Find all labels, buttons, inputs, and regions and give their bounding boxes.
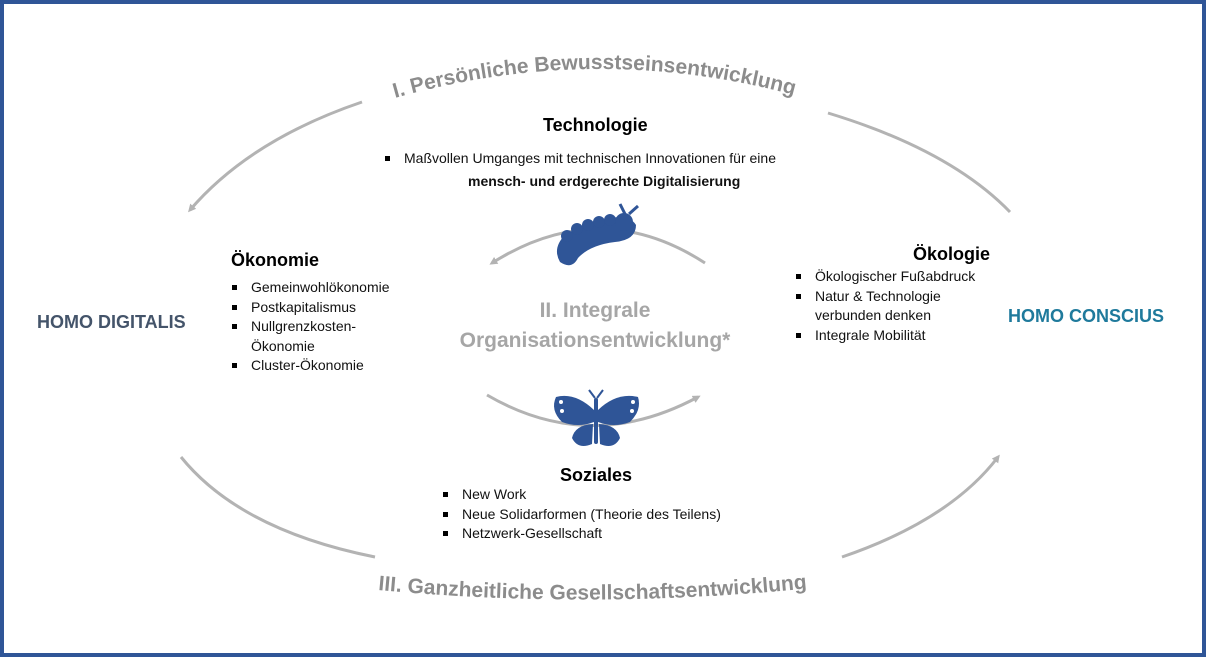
arrow-top-left [188,100,363,213]
arrow-top-right [827,111,1012,214]
technologie-bullet-text: Maßvollen Umganges mit technischen Innov… [404,150,776,166]
oekonomie-list: Gemeinwohlökonomie Postkapitalismus Null… [229,278,390,376]
arrow-bottom-left [179,456,376,559]
list-item: New Work [440,485,721,505]
oekologie-list: Ökologischer Fußabdruck Natur & Technolo… [793,267,975,345]
homo-digitalis-label: HOMO DIGITALIS [37,312,186,332]
homo-conscius-label: HOMO CONSCIUS [1008,306,1165,326]
soziales-heading: Soziales [560,465,633,485]
caterpillar-icon [556,203,639,266]
list-item: Postkapitalismus [229,298,390,318]
technologie-bullet-bold: mensch- und erdgerechte Digitalisierung [468,173,741,189]
list-item: Nullgrenzkosten- [229,317,390,337]
arrow-bottom-right [841,454,1000,559]
cycle-title-top: I. Persönliche Bewusstseinsentwicklung [390,51,798,103]
technologie-heading: Technologie [543,115,648,135]
list-item: Natur & Technologie [793,287,975,307]
oekonomie-heading: Ökonomie [231,250,320,270]
cycle-title-middle: II. Integrale Organisationsentwicklung* [440,296,750,356]
cycle-title-bottom: III. Ganzheitliche Gesellschaftsentwickl… [378,571,808,605]
butterfly-icon [554,389,639,446]
cycle-title-middle-line1: II. Integrale [539,299,651,322]
list-item-continued: Ökonomie [251,337,315,354]
list-item: Netzwerk-Gesellschaft [440,524,721,544]
oekologie-heading: Ökologie [913,244,991,264]
list-item: Cluster-Ökonomie [229,356,390,376]
list-item-continued: verbunden denken [815,307,931,323]
list-item: Ökologischer Fußabdruck [793,267,975,287]
technologie-bullet: Maßvollen Umganges mit technischen Innov… [385,150,776,166]
list-item: Integrale Mobilität [793,326,975,346]
cycle-title-middle-line2: Organisationsentwicklung* [459,329,731,352]
soziales-list: New Work Neue Solidarformen (Theorie des… [440,485,721,544]
list-item: Gemeinwohlökonomie [229,278,390,298]
list-item: Neue Solidarformen (Theorie des Teilens) [440,505,721,525]
